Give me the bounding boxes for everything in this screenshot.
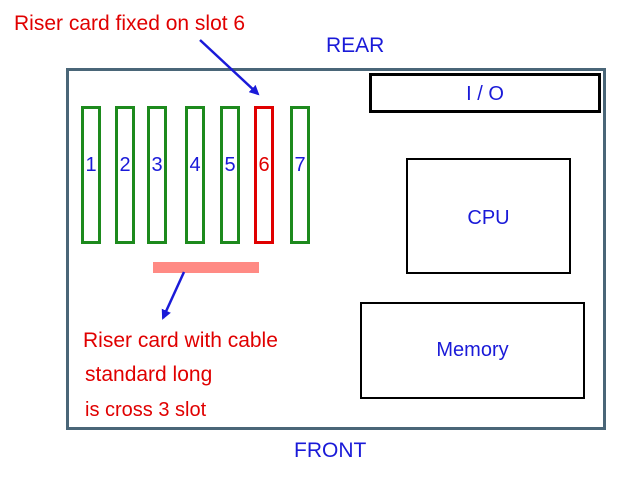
slot-3 — [147, 106, 167, 244]
slot-1 — [81, 106, 101, 244]
arrow-to-riser-card-text — [161, 271, 186, 320]
rear-label: REAR — [326, 34, 385, 57]
riser-card-bar — [153, 262, 259, 273]
riser-cable-annotation-line1: Riser card with cable — [83, 329, 278, 352]
cpu-block — [406, 158, 571, 274]
slot-label: 6 — [258, 154, 270, 176]
slot-label: 7 — [294, 154, 306, 176]
slot-2 — [115, 106, 135, 244]
slot-7 — [290, 106, 310, 244]
slot-5 — [220, 106, 240, 244]
slot-label: 4 — [189, 154, 201, 176]
slot-label: 1 — [85, 154, 97, 176]
io-label: I / O — [466, 83, 504, 105]
memory-block — [360, 302, 585, 399]
riser-fixed-annotation: Riser card fixed on slot 6 — [14, 12, 246, 35]
slot-6 — [254, 106, 274, 244]
memory-label: Memory — [436, 339, 509, 361]
slot-label: 5 — [224, 154, 236, 176]
riser-cable-annotation-line2: standard long — [85, 363, 213, 386]
riser-cable-annotation-line3: is cross 3 slot — [85, 399, 207, 421]
front-label: FRONT — [294, 439, 367, 462]
slot-4 — [185, 106, 205, 244]
cpu-label: CPU — [467, 207, 510, 229]
slot-label: 2 — [119, 154, 131, 176]
io-panel — [369, 73, 601, 113]
motherboard-outline — [66, 68, 606, 430]
slot-label: 3 — [151, 154, 163, 176]
arrow-to-slot-6 — [199, 39, 260, 96]
